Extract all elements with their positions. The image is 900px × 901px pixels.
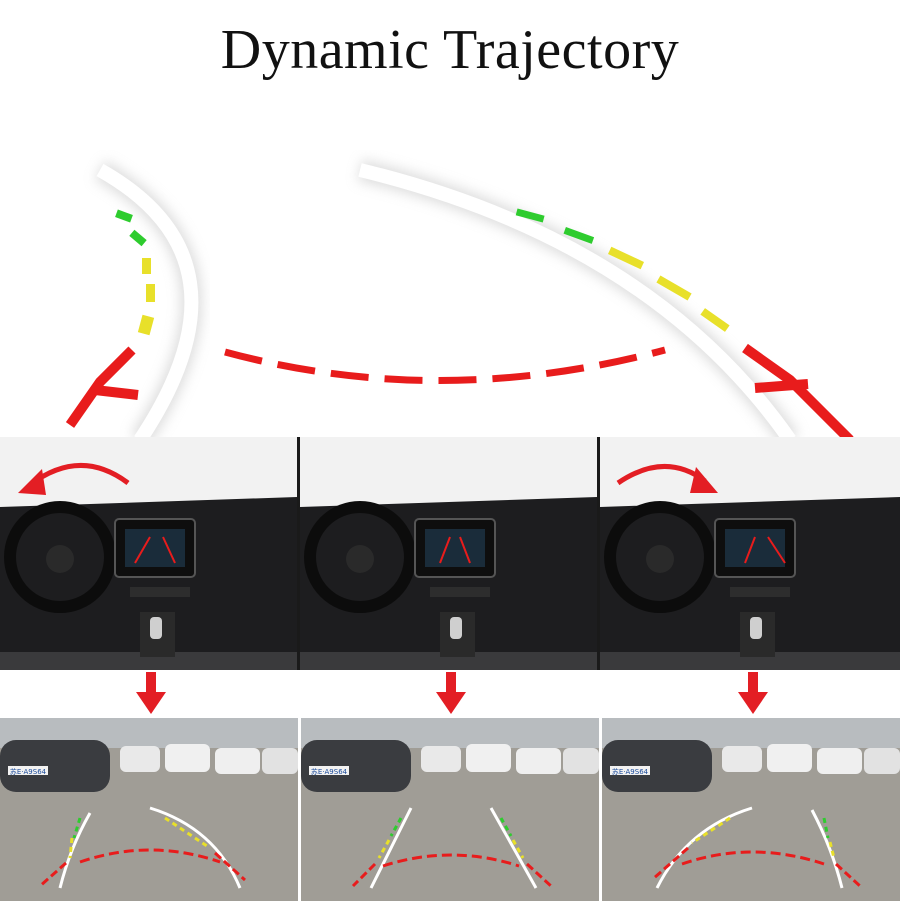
panel-divider: [597, 437, 600, 670]
license-plate: 苏E·A9S64: [311, 767, 348, 776]
right-guide-line: [358, 163, 796, 440]
dashboard-panel-left: [0, 437, 297, 670]
panel-divider: [297, 437, 300, 670]
down-arrow-icon: [136, 672, 166, 714]
steering-wheel: [304, 501, 416, 613]
camera-view-center: 苏E·A9S64: [301, 718, 599, 901]
dashboard-panel-center: [300, 437, 597, 670]
right-dashes: [515, 208, 854, 440]
license-plate: 苏E·A9S64: [10, 767, 47, 776]
steering-wheel: [604, 501, 716, 613]
dashboard-panel-right: [600, 437, 900, 670]
left-dashes: [65, 209, 155, 428]
license-plate: 苏E·A9S64: [612, 767, 649, 776]
page-title: Dynamic Trajectory: [220, 19, 680, 81]
down-arrow-icon: [738, 672, 768, 714]
camera-view-right: 苏E·A9S64: [602, 718, 900, 901]
down-arrow-icon: [436, 672, 466, 714]
distance-arc: [224, 346, 666, 384]
camera-view-left: 苏E·A9S64: [0, 718, 298, 901]
left-guide-line: [96, 163, 199, 440]
right-guide-shadow: [357, 159, 800, 440]
steering-wheel: [4, 501, 116, 613]
trajectory-illustration: [65, 159, 854, 440]
